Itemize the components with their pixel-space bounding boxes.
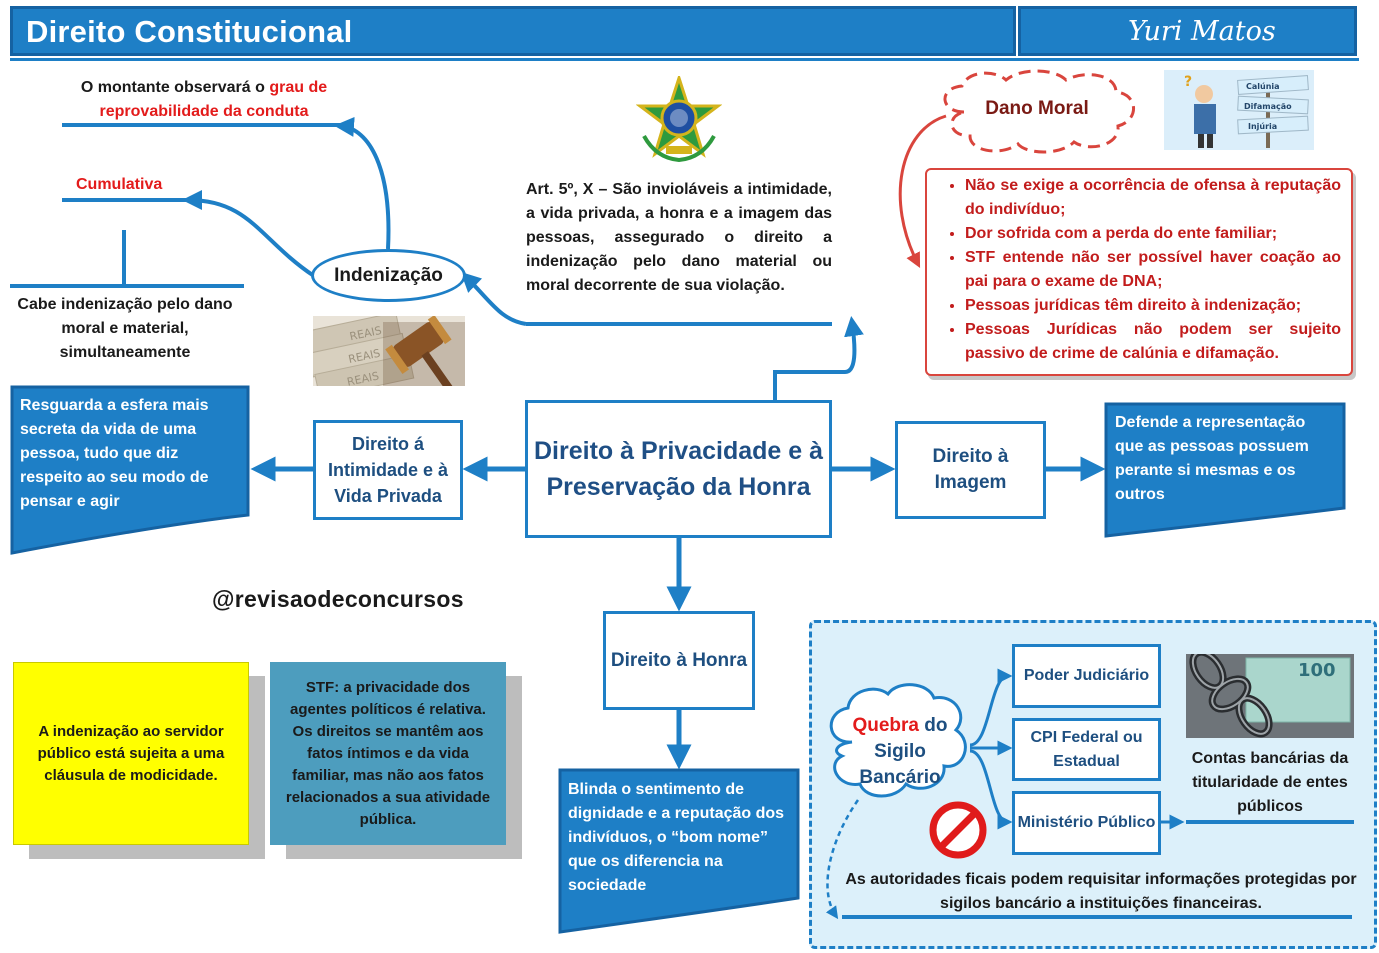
money-gavel-image: REAIS REAIS REAIS bbox=[313, 316, 465, 386]
coat-of-arms-icon bbox=[636, 76, 722, 162]
honra-node: Direito à Honra bbox=[603, 611, 755, 710]
poder-judiciario-node: Poder Judiciário bbox=[1012, 644, 1161, 708]
defende-card: Defende a representação que as pessoas p… bbox=[1115, 414, 1309, 503]
dano-moral-list: Não se exige a ocorrência de ofensa à re… bbox=[925, 168, 1353, 376]
author-name: Yuri Matos bbox=[1128, 16, 1276, 47]
blinda-card: Blinda o sentimento de dignidade e a rep… bbox=[568, 781, 785, 894]
chained-money-image: 100 bbox=[1186, 654, 1354, 738]
teal-note: STF: a privacidade dos agentes políticos… bbox=[270, 662, 506, 845]
ministerio-publico-node: Ministério Público bbox=[1012, 791, 1161, 855]
article-underline bbox=[526, 322, 832, 326]
signpost-label: Difamação bbox=[1244, 102, 1292, 111]
article-text: Art. 5º, X – São invioláveis a intimidad… bbox=[526, 181, 832, 294]
note-cabe-indenizacao: Cabe indenização pelo dano moral e mater… bbox=[17, 296, 233, 361]
cabe-stem bbox=[122, 230, 126, 284]
header-bar bbox=[10, 6, 1016, 56]
resguarda-card-shape bbox=[10, 385, 250, 555]
instagram-handle: @revisaodeconcursos bbox=[212, 586, 464, 612]
dano-moral-item: Pessoas jurídicas têm direito à indeniza… bbox=[965, 294, 1341, 318]
resguarda-card: Resguarda a esfera mais secreta da vida … bbox=[20, 397, 209, 510]
intimidade-node: Direito á Intimidade e à Vida Privada bbox=[313, 420, 463, 520]
dano-moral-item: Pessoas Jurídicas não podem ser sujeito … bbox=[965, 318, 1341, 366]
indenizacao-node: Indenização bbox=[311, 249, 466, 302]
dano-moral-item: Dor sofrida com a perda do ente familiar… bbox=[965, 222, 1341, 246]
note-cumulativa: Cumulativa bbox=[76, 176, 163, 193]
quebra-sigilo-label: Quebra do Sigilo Bancário bbox=[852, 715, 948, 788]
svg-text:?: ? bbox=[1184, 74, 1192, 90]
page-title: Direito Constitucional bbox=[26, 14, 353, 49]
central-node: Direito à Privacidade e à Preservação da… bbox=[525, 400, 832, 538]
money-label: REAIS bbox=[346, 369, 380, 386]
banknote-value: 100 bbox=[1298, 660, 1336, 681]
yellow-note: A indenização ao servidor público está s… bbox=[13, 662, 249, 845]
montante-underline bbox=[62, 123, 340, 127]
signpost-label: Calúnia bbox=[1246, 82, 1280, 91]
dano-moral-title: Dano Moral bbox=[985, 98, 1089, 119]
blinda-card-shape bbox=[558, 768, 800, 934]
cpi-node: CPI Federal ou Estadual bbox=[1012, 718, 1161, 781]
imagem-node: Direito à Imagem bbox=[895, 421, 1046, 519]
defende-card-shape bbox=[1104, 402, 1346, 538]
header-underline bbox=[10, 58, 1359, 61]
contas-publicas-note: Contas bancárias da titularidade de ente… bbox=[1191, 750, 1349, 815]
cumulativa-underline bbox=[62, 198, 188, 202]
author-bar bbox=[1018, 6, 1357, 56]
dano-moral-cloud bbox=[943, 69, 1135, 154]
autoridades-fiscais-note: As autoridades ficais podem requisitar i… bbox=[845, 871, 1357, 912]
dano-moral-item: Não se exige a ocorrência de ofensa à re… bbox=[965, 174, 1341, 222]
note-montante: O montante observará o grau de reprovabi… bbox=[80, 79, 328, 120]
signpost-label: Injúria bbox=[1248, 122, 1277, 131]
dano-moral-item: STF entende não ser possível haver coaçã… bbox=[965, 246, 1341, 294]
signpost-image: Calúnia Difamação Injúria ? bbox=[1164, 70, 1314, 150]
cabe-underline bbox=[10, 284, 244, 288]
